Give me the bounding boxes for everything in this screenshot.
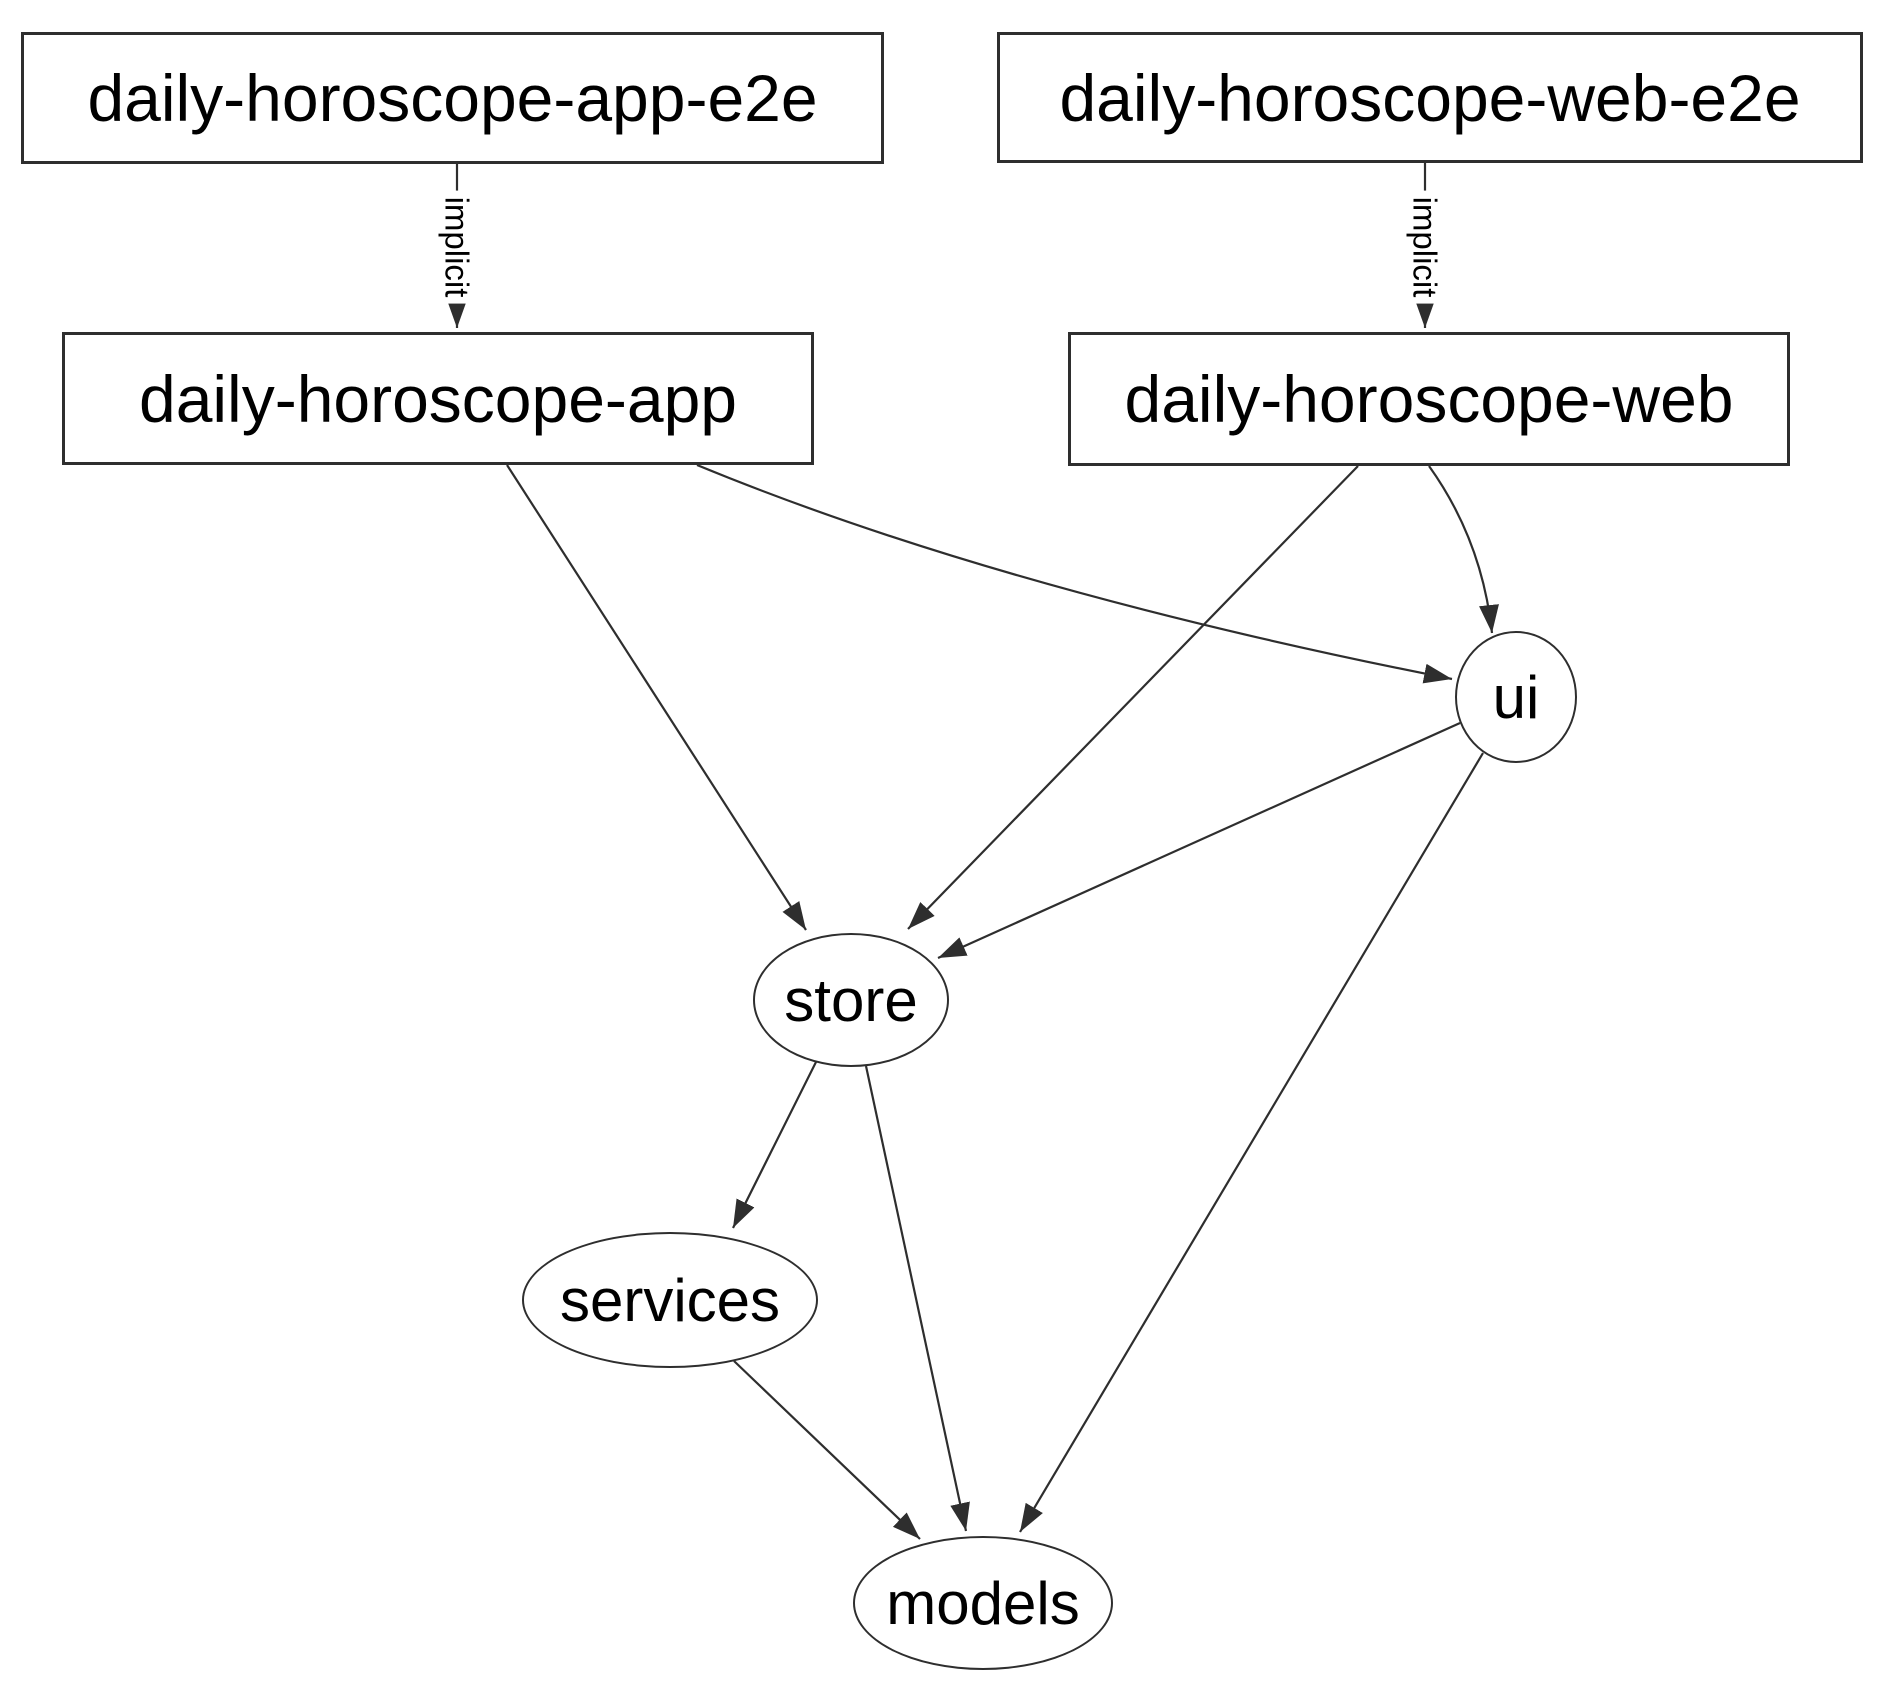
edge-label-implicit: implicit bbox=[436, 190, 478, 304]
edge-services-to-models bbox=[733, 1360, 921, 1540]
node-models: models bbox=[853, 1536, 1113, 1670]
node-services: services bbox=[522, 1232, 818, 1368]
edge-label-implicit: implicit bbox=[1404, 190, 1446, 304]
node-label: daily-horoscope-web bbox=[1124, 362, 1734, 436]
node-label: models bbox=[886, 1569, 1080, 1637]
node-label: ui bbox=[1492, 663, 1540, 731]
edge-web-to-ui bbox=[1428, 465, 1499, 634]
edge-app-to-ui bbox=[696, 463, 1453, 684]
node-daily-horoscope-app: daily-horoscope-app bbox=[62, 332, 814, 465]
node-label: store bbox=[784, 966, 918, 1034]
edge-ui-to-store bbox=[937, 721, 1461, 960]
node-daily-horoscope-web-e2e: daily-horoscope-web-e2e bbox=[997, 32, 1863, 163]
edge-app-to-store bbox=[506, 464, 807, 931]
node-daily-horoscope-web: daily-horoscope-web bbox=[1068, 332, 1790, 466]
node-label: services bbox=[559, 1266, 781, 1334]
edge-store-to-models bbox=[864, 1065, 970, 1532]
edge-store-to-services bbox=[732, 1061, 817, 1229]
node-store: store bbox=[753, 933, 949, 1067]
node-label: daily-horoscope-app-e2e bbox=[87, 61, 818, 135]
edge-ui-to-models bbox=[1019, 752, 1484, 1533]
node-label: daily-horoscope-web-e2e bbox=[1059, 60, 1801, 135]
edge-web-to-store bbox=[907, 465, 1359, 930]
node-daily-horoscope-app-e2e: daily-horoscope-app-e2e bbox=[21, 32, 884, 164]
node-label: daily-horoscope-app bbox=[138, 361, 738, 436]
node-ui: ui bbox=[1455, 631, 1577, 763]
